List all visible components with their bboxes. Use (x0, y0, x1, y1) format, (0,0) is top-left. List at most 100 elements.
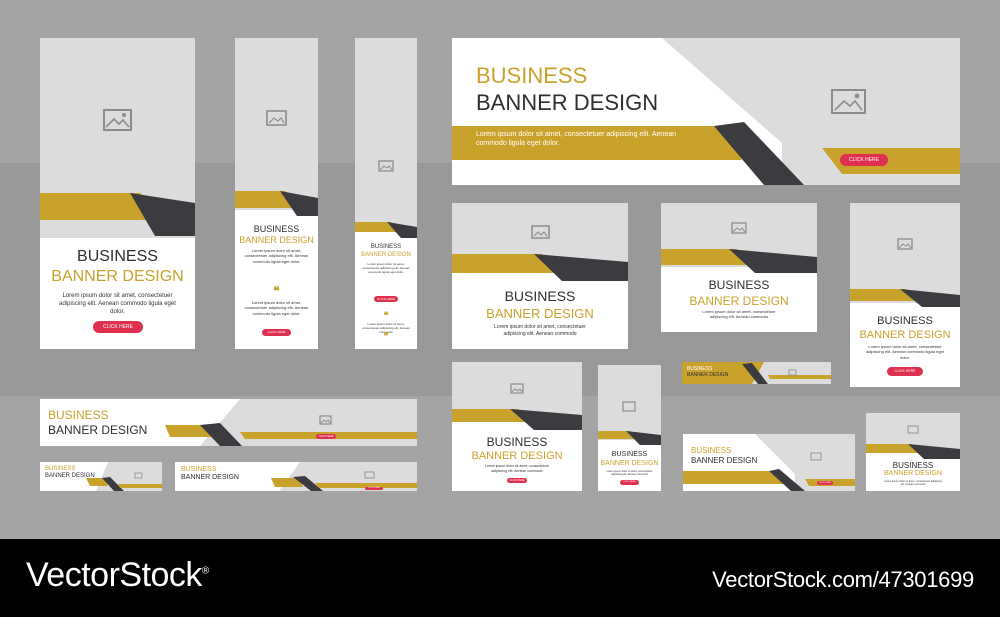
banner-subtitle: BANNER DESIGN (884, 470, 942, 477)
banner-horizontal-large: BUSINESS BANNER DESIGN Lorem ipsum dolor… (452, 38, 960, 185)
banner-horizontal-medium: BUSINESS BANNER DESIGN CLICK HERE (683, 434, 855, 491)
banner-title: BUSINESS (476, 63, 588, 88)
banner-subtitle: BANNER DESIGN (51, 268, 184, 285)
banner-subtitle: BANNER DESIGN (181, 474, 239, 481)
image-placeholder-icon (622, 401, 636, 412)
banner-thin-leaderboard: BUSINESS BANNER DESIGN (682, 362, 831, 384)
banner-body: Lorem ipsum dolor sit amet, consectetuer… (59, 293, 176, 316)
image-placeholder-icon (531, 225, 550, 239)
banner-subtitle: BANNER DESIGN (691, 456, 758, 465)
banner-subtitle: BANNER DESIGN (471, 450, 563, 462)
quote-close-icon: ❞ (383, 332, 389, 342)
image-placeholder-icon (897, 238, 913, 250)
image-placeholder-icon (788, 369, 797, 376)
vectorstock-logo: VectorStock® (26, 556, 209, 595)
banner-body: Lorem ipsum dolor sit amet, consectetuer… (484, 464, 550, 473)
banner-small-square: BUSINESS BANNER DESIGN Lorem ipsum dolor… (866, 413, 960, 491)
banner-leaderboard-graphic (40, 399, 417, 446)
banner-half-page: BUSINESS BANNER DESIGN Lorem ipsum dolor… (850, 203, 960, 387)
banner-title: BUSINESS (892, 461, 934, 470)
image-placeholder-icon (103, 109, 132, 131)
banner-rectangle-lower: BUSINESS BANNER DESIGN Lorem ipsum dolor… (452, 362, 582, 491)
banner-subtitle: BANNER DESIGN (486, 306, 594, 321)
banner-half-page-graphic (850, 203, 960, 307)
banner-subtitle: BANNER DESIGN (361, 252, 411, 258)
quote-icon: ❝ (273, 284, 280, 298)
image-placeholder-icon (907, 425, 919, 434)
click-here-button[interactable]: CLICK HERE (887, 367, 923, 376)
image-placeholder-icon (510, 383, 524, 394)
banner-mobile-small: BUSINESS BANNER DESIGN (40, 462, 162, 491)
image-placeholder-icon (266, 110, 287, 126)
banner-square-graphic (661, 203, 817, 273)
banner-title: BUSINESS (691, 446, 732, 455)
image-placeholder-icon (364, 471, 375, 479)
banner-title: BUSINESS (486, 435, 548, 449)
banner-title: BUSINESS (611, 451, 648, 458)
banner-body: Lorem ipsum dolor sit amet, consectetuer… (494, 324, 586, 337)
quote-icon: ❝ (383, 311, 389, 321)
banner-title: BUSINESS (181, 466, 217, 473)
banner-subtitle: BANNER DESIGN (859, 329, 951, 341)
banner-subtitle: BANNER DESIGN (239, 235, 314, 245)
brand-name: VectorStock (26, 556, 202, 594)
image-placeholder-icon (831, 89, 866, 114)
banner-subtitle: BANNER DESIGN (48, 423, 148, 437)
banner-subtitle: BANNER DESIGN (689, 294, 789, 308)
brand-registered-mark: ® (201, 565, 209, 577)
banner-body: Lorem ipsum dolor sit amet, consectetuer… (244, 248, 309, 264)
banner-vertical-small: BUSINESS BANNER DESIGN Lorem ipsum dolor… (598, 365, 661, 491)
banner-title: BUSINESS (708, 278, 770, 292)
banner-vertical-large-graphic (40, 38, 195, 238)
banner-medium-rectangle-graphic (452, 203, 628, 281)
image-id-text: VectorStock.com/47301699 (712, 567, 974, 592)
banner-title: BUSINESS (504, 288, 576, 304)
banner-body: Lorem ipsum dolor sit amet, consectetuer… (606, 470, 653, 477)
banner-title: BUSINESS (45, 466, 76, 472)
click-here-button[interactable]: CLICK HERE (507, 478, 527, 483)
image-placeholder-icon (319, 415, 332, 425)
click-here-button[interactable]: CLICK HERE (93, 321, 143, 333)
image-placeholder-icon (810, 452, 822, 461)
click-here-button[interactable]: CLICK HERE (620, 480, 639, 485)
banner-square: BUSINESS BANNER DESIGN Lorem ipsum dolor… (661, 203, 817, 332)
click-here-button[interactable]: CLICK HERE (365, 487, 383, 490)
banner-skyscraper: BUSINESS BANNER DESIGN Lorem ipsum dolor… (235, 38, 318, 349)
click-here-button[interactable]: CLICK HERE (316, 434, 336, 439)
banner-medium-rectangle: BUSINESS BANNER DESIGN Lorem ipsum dolor… (452, 203, 628, 349)
banner-title: BUSINESS (253, 224, 300, 234)
banner-body: Lorem ipsum dolor sit amet, consectetuer… (702, 309, 776, 320)
banner-body: Lorem ipsum dolor sit amet, consectetuer… (884, 480, 942, 487)
banner-title: BUSINESS (48, 408, 109, 422)
click-here-button[interactable]: CLICK HERE (374, 296, 398, 302)
banner-subtitle: BANNER DESIGN (45, 473, 95, 479)
click-here-button[interactable]: CLICK HERE (840, 154, 888, 166)
banner-title: BUSINESS (877, 315, 933, 327)
click-here-button[interactable]: CLICK HERE (262, 329, 291, 336)
banner-title: BUSINESS (370, 244, 402, 250)
banner-vertical-large: BUSINESS BANNER DESIGN Lorem ipsum dolor… (40, 38, 195, 349)
image-placeholder-icon (731, 222, 747, 234)
banner-subtitle: BANNER DESIGN (600, 460, 659, 467)
banner-body-secondary: Lorem ipsum dolor sit amet, consectetuer… (244, 300, 309, 316)
image-placeholder-icon (378, 160, 394, 172)
banner-title: BUSINESS (687, 366, 713, 372)
image-placeholder-icon (134, 472, 143, 479)
banner-skyscraper-graphic (235, 38, 318, 216)
banner-mobile-small-graphic (40, 462, 162, 491)
banner-small-square-graphic (866, 413, 960, 459)
banner-title: BUSINESS (77, 248, 158, 265)
banner-subtitle: BANNER DESIGN (687, 372, 729, 378)
banner-mobile-large-graphic (175, 462, 417, 491)
banner-thin-leaderboard-graphic (682, 362, 831, 384)
banner-vertical-small-graphic (598, 365, 661, 445)
banner-leaderboard: BUSINESS BANNER DESIGN CLICK HERE (40, 399, 417, 446)
banner-narrow-skyscraper: BUSINESS BANNER DESIGN Lorem ipsum dolor… (355, 38, 417, 349)
banner-rectangle-lower-graphic (452, 362, 582, 430)
click-here-button[interactable]: CLICK HERE (817, 481, 833, 485)
banner-narrow-skyscraper-graphic (355, 38, 417, 238)
banner-body: Lorem ipsum dolor sit amet, consectetuer… (476, 131, 676, 148)
banner-horizontal-medium-graphic (683, 434, 855, 491)
banner-body: Lorem ipsum dolor sit amet, consectetuer… (362, 262, 410, 275)
banner-body: Lorem ipsum dolor sit amet, consectetuer… (866, 344, 944, 360)
